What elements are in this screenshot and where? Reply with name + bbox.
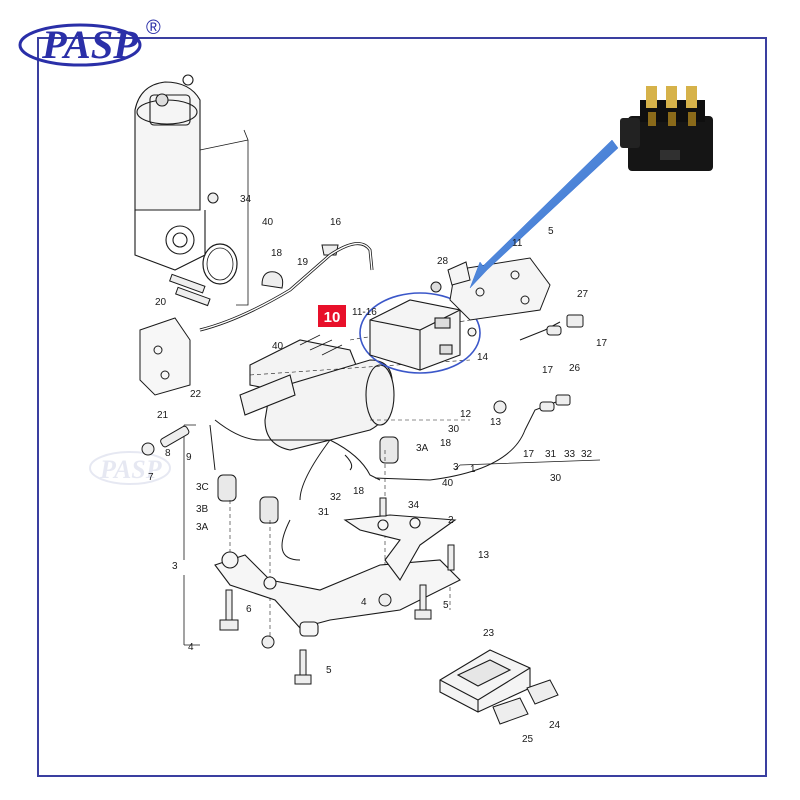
part-label-12: 12 — [460, 409, 472, 420]
part-label-17: 17 — [523, 449, 535, 460]
part-label-11-16: 11-16 — [352, 307, 377, 318]
highlight-badge — [318, 305, 346, 327]
part-label-20: 20 — [155, 297, 167, 308]
part-label-31: 31 — [318, 507, 330, 518]
part-label-3: 3 — [172, 561, 178, 572]
part-label-18: 18 — [353, 486, 365, 497]
part-label-2: 2 — [448, 515, 454, 526]
part-label-26: 26 — [569, 363, 581, 374]
part-label-5: 5 — [443, 600, 449, 611]
part-label-34: 34 — [408, 500, 420, 511]
part-label-5: 5 — [326, 665, 332, 676]
part-label-23: 23 — [483, 628, 495, 639]
sensor-27 — [519, 314, 584, 341]
part-label-4: 4 — [361, 597, 367, 608]
part-label-8: 8 — [165, 448, 171, 459]
part-label-17: 17 — [542, 365, 554, 376]
nut-12 — [493, 400, 507, 414]
rubber-mounts — [217, 436, 399, 524]
part-label-3: 3 — [453, 462, 459, 473]
air-compressor — [239, 334, 395, 451]
part-label-30: 30 — [550, 473, 562, 484]
part-label-16: 16 — [330, 217, 342, 228]
subframe-bolts — [219, 497, 455, 685]
part-label-30: 30 — [448, 424, 460, 435]
pointer-arrow — [469, 139, 619, 289]
part-label-5: 5 — [548, 226, 554, 237]
part-label-25: 25 — [522, 734, 534, 745]
part-label-33: 33 — [564, 449, 576, 460]
part-label-24: 24 — [549, 720, 561, 731]
part-label-14: 14 — [477, 352, 489, 363]
part-label-3B: 3B — [196, 504, 209, 515]
sleeve-8 — [141, 425, 190, 456]
product-photo-valve-block — [620, 86, 713, 171]
part-label-19: 19 — [297, 257, 309, 268]
part-label-6: 6 — [246, 604, 252, 615]
bracket-20 — [139, 317, 191, 396]
logo-text: PASP — [41, 22, 139, 67]
highlight-circle — [359, 292, 481, 374]
subframe — [214, 514, 461, 637]
control-unit-23 — [439, 649, 531, 713]
part-label-13: 13 — [478, 550, 490, 561]
part-label-21: 21 — [157, 410, 169, 421]
part-label-13: 13 — [490, 417, 502, 428]
brand-logo: PASP ® — [18, 17, 161, 67]
part-label-18: 18 — [271, 248, 283, 259]
part-label-18: 18 — [440, 438, 452, 449]
part-label-40: 40 — [272, 341, 284, 352]
air-line-19 — [199, 242, 374, 332]
part-label-3C: 3C — [196, 482, 209, 493]
part-label-32: 32 — [581, 449, 593, 460]
o-ring — [202, 243, 238, 285]
part-label-9: 9 — [186, 452, 192, 463]
diagram-frame — [37, 37, 767, 777]
part-label-3A: 3A — [416, 443, 429, 454]
valve-block-10 — [369, 299, 477, 371]
part-label-27: 27 — [577, 289, 589, 300]
part-label-4: 4 — [188, 642, 194, 653]
highlighted-part-number: 10 — [324, 309, 341, 326]
part-label-7: 7 — [148, 472, 154, 483]
part-label-22: 22 — [190, 389, 202, 400]
air-dryer-unit — [134, 74, 206, 271]
part-label-31: 31 — [545, 449, 557, 460]
part-label-17: 17 — [596, 338, 608, 349]
mounting-plate-11 — [447, 257, 551, 321]
part-label-40: 40 — [262, 217, 274, 228]
part-label-28: 28 — [437, 256, 449, 267]
clip-18 — [261, 271, 284, 289]
part-label-32: 32 — [330, 492, 342, 503]
wiring-harness — [214, 419, 381, 561]
part-label-34: 34 — [240, 194, 252, 205]
connector-25 — [492, 697, 529, 725]
part-label-1: 1 — [470, 464, 476, 475]
sensor-26 — [374, 394, 571, 481]
part-label-11: 11 — [512, 238, 523, 249]
dryer-screws — [169, 192, 219, 307]
part-label-3A: 3A — [196, 522, 209, 533]
bracket-40 — [199, 129, 249, 306]
screw-28 — [430, 281, 442, 293]
registered-mark: ® — [146, 17, 161, 39]
part-label-40: 40 — [442, 478, 454, 489]
watermark-logo: PASP — [89, 451, 171, 485]
bracket-3 — [183, 424, 200, 646]
connector-24 — [526, 679, 559, 705]
svg-text:PASP: PASP — [99, 455, 163, 484]
